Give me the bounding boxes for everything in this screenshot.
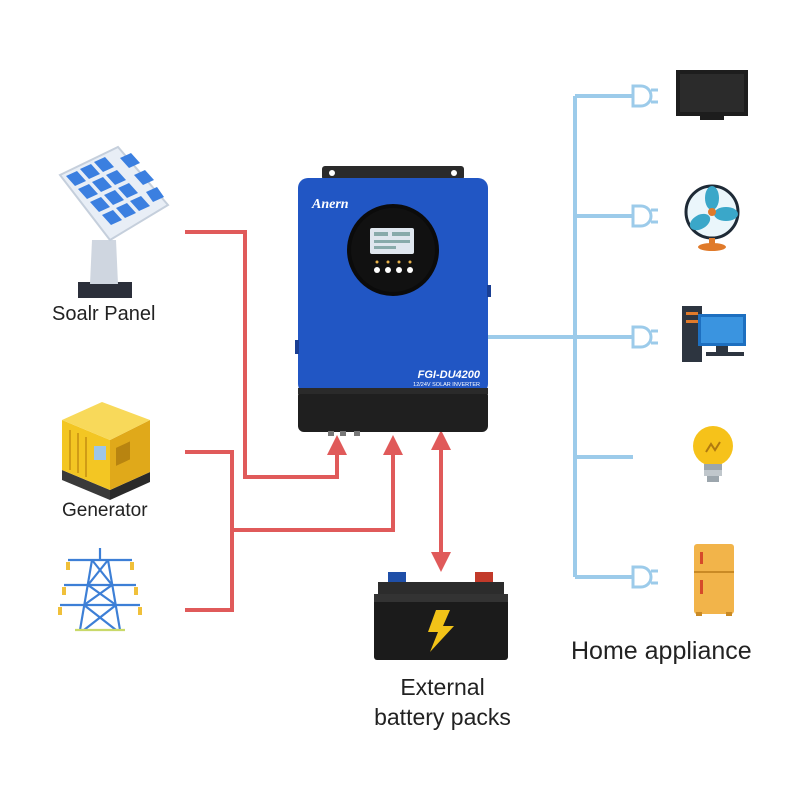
home-appliance-label: Home appliance: [571, 637, 752, 665]
refrigerator-icon: [694, 544, 734, 616]
generator-grid-input-line: [185, 435, 403, 612]
battery-icon: [374, 572, 508, 660]
plug-icon: [631, 325, 658, 349]
solar-panel-label: Soalr Panel: [52, 303, 156, 325]
battery-label: External battery packs: [340, 672, 545, 732]
desktop-computer-icon: [682, 306, 746, 362]
output-bus-line: [487, 94, 633, 579]
light-bulb-icon: [693, 426, 733, 482]
inverter-subtitle: 12/24V SOLAR INVERTER: [413, 382, 480, 388]
solar-inverter: Anern FGI-DU4200 12/24V SOLAR INVERTER: [295, 166, 491, 436]
solar-input-line: [185, 230, 347, 479]
plug-icon: [631, 84, 658, 108]
solar-panel-icon: [58, 145, 170, 298]
inverter-model: FGI-DU4200: [418, 369, 481, 381]
battery-label-line1: External: [400, 674, 485, 700]
battery-label-line2: battery packs: [374, 704, 511, 730]
fan-icon: [684, 184, 740, 251]
generator-label: Generator: [62, 500, 148, 521]
plug-icon: [631, 204, 658, 228]
tv-icon: [676, 70, 748, 120]
inverter-brand-logo: Anern: [311, 197, 349, 212]
power-grid-tower-icon: [58, 548, 142, 632]
generator-icon: [62, 402, 150, 500]
plug-icon: [631, 565, 658, 589]
